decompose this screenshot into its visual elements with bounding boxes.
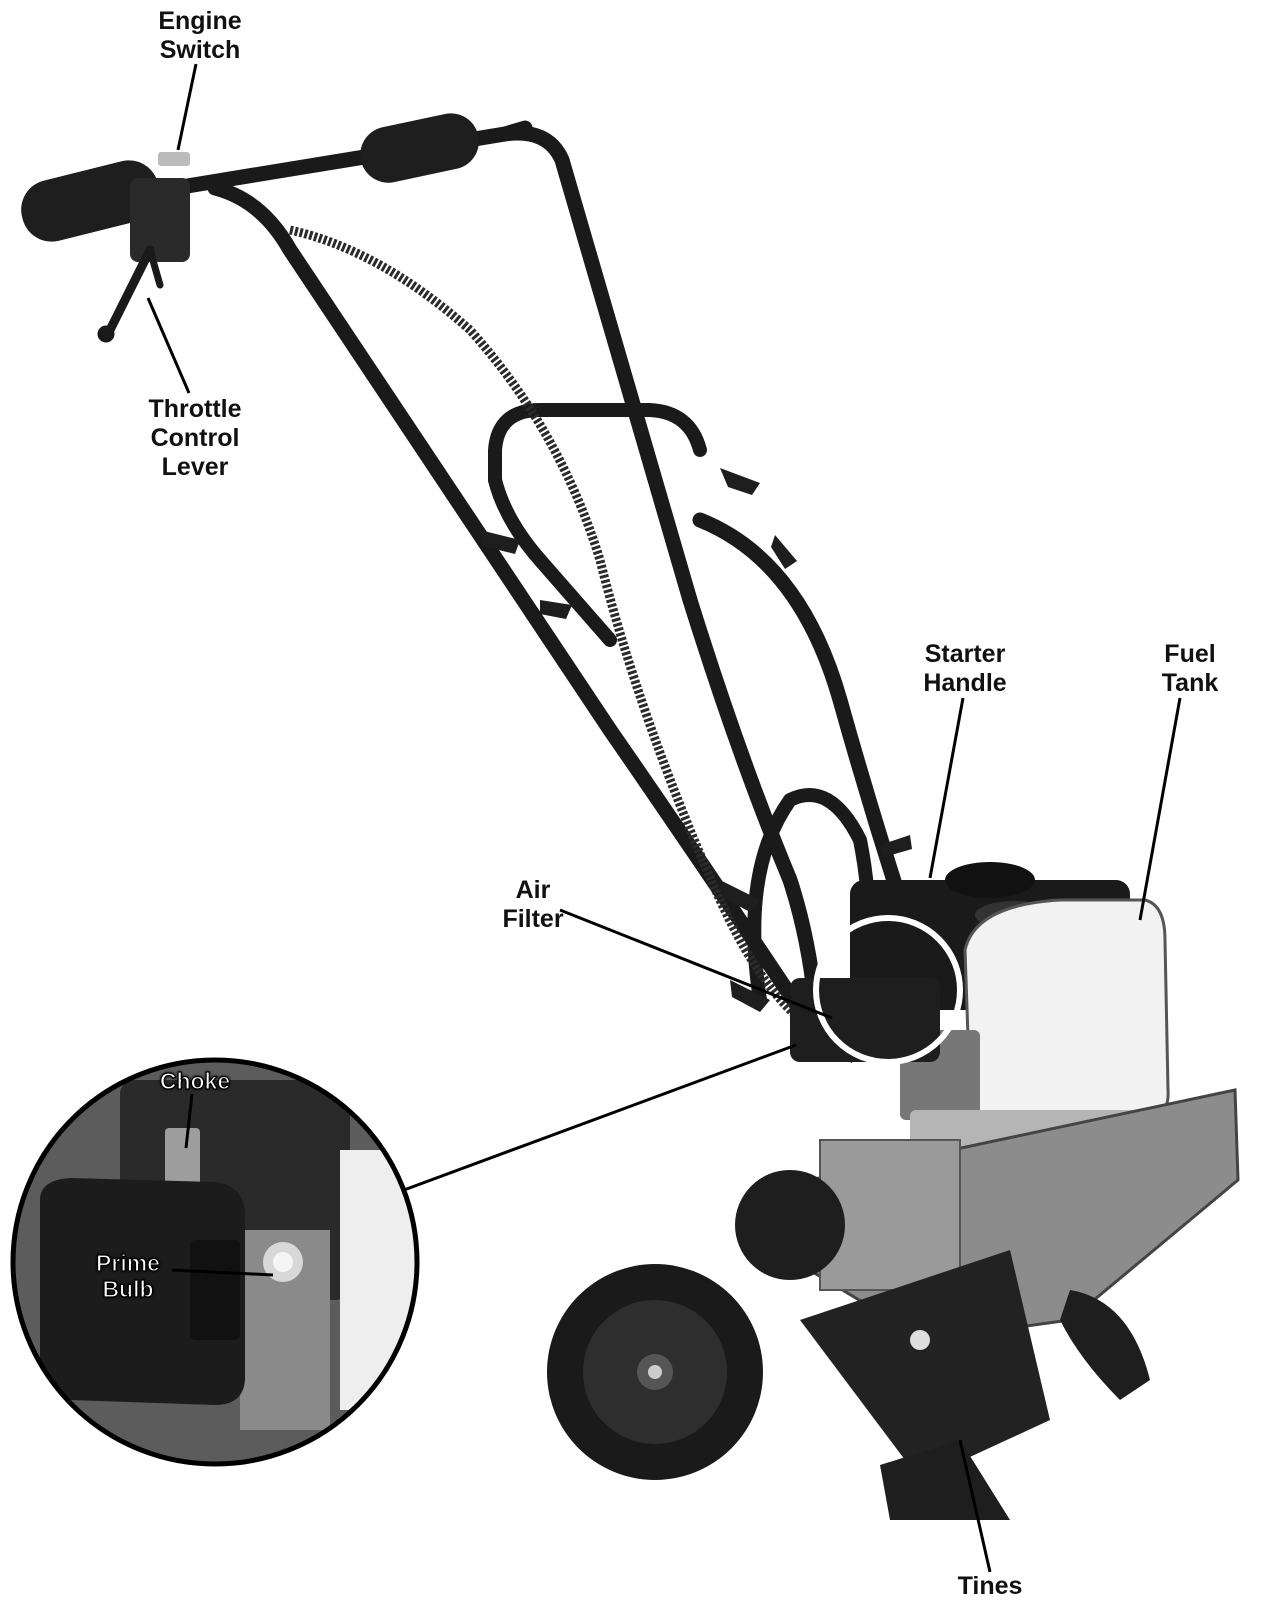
choke-part: [165, 1128, 200, 1188]
label-air-line1: Air: [515, 876, 551, 904]
label-prime-line1: Prime: [95, 1249, 160, 1276]
label-fuel-tank: Fuel Tank: [1150, 640, 1230, 698]
wheels: [547, 1170, 845, 1480]
label-air-filter: Air Filter: [488, 876, 578, 934]
label-choke: Choke: [145, 1067, 245, 1094]
label-fuel-line1: Fuel: [1164, 640, 1216, 668]
tine-assembly: [757, 1088, 1240, 1520]
throttle-cable: [289, 225, 858, 1064]
label-prime-bulb: Prime Bulb: [78, 1249, 178, 1302]
engine: [790, 862, 1170, 1150]
engine-switch-part: [158, 152, 190, 166]
throttle-lever-part: [97, 245, 164, 343]
label-engine-switch-line2: Switch: [159, 36, 241, 64]
frame-knobs: [480, 468, 912, 1012]
label-fuel-line2: Tank: [1161, 669, 1219, 697]
label-starter-handle: Starter Handle: [905, 640, 1025, 698]
label-engine-switch-line1: Engine: [158, 7, 242, 35]
label-tines-line1: Tines: [957, 1572, 1023, 1600]
air-filter-part: [790, 978, 940, 1062]
label-prime-line2: Bulb: [102, 1275, 154, 1302]
label-choke-line1: Choke: [159, 1067, 231, 1094]
label-throttle-line1: Throttle: [148, 395, 242, 423]
detail-highlight-ring: [813, 915, 963, 1065]
label-starter-line1: Starter: [924, 640, 1006, 668]
grips: [21, 113, 479, 262]
label-throttle-line2: Control: [150, 424, 240, 452]
label-engine-switch: Engine Switch: [140, 7, 260, 65]
label-tines: Tines: [945, 1572, 1035, 1601]
label-throttle-control-lever: Throttle Control Lever: [130, 395, 260, 482]
handlebar: [167, 120, 908, 1018]
detail-inset: [10, 1057, 420, 1467]
label-throttle-line3: Lever: [161, 453, 229, 481]
fuel-tank-part: [963, 898, 1170, 1127]
label-air-line2: Filter: [502, 905, 564, 933]
label-starter-line2: Handle: [923, 669, 1007, 697]
leader-lines: [146, 63, 1182, 1573]
